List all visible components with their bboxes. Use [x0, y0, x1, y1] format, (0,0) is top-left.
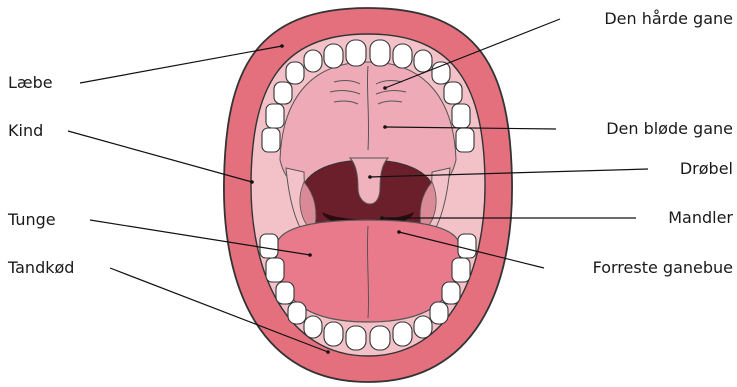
label-kind: Kind: [8, 121, 43, 140]
label-bloede-gane: Den bløde gane: [606, 119, 733, 138]
label-tandkoed: Tandkød: [7, 258, 74, 277]
label-droebel: Drøbel: [680, 159, 733, 178]
mouth-illustration: [224, 8, 512, 382]
label-laebe: Læbe: [8, 73, 53, 92]
label-forreste-ganebue: Forreste ganebue: [593, 258, 733, 277]
label-tunge: Tunge: [7, 210, 56, 229]
label-mandler: Mandler: [668, 208, 733, 227]
label-haarde-gane: Den hårde gane: [604, 9, 733, 28]
